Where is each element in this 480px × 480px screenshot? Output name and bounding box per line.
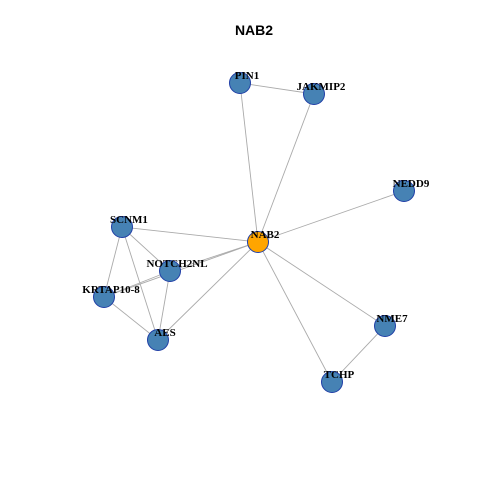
node-tchp — [321, 371, 343, 393]
node-notch2nl — [159, 260, 181, 282]
node-krtap10-8 — [93, 286, 115, 308]
node-label-nab2: NAB2 — [251, 229, 280, 241]
edge-scnm1-aes — [121, 226, 159, 341]
node-label-notch2nl: NOTCH2NL — [146, 258, 207, 270]
edge-nme7-nab2 — [257, 241, 386, 327]
edge-aes-nab2 — [157, 241, 259, 341]
node-label-pin1: PIN1 — [235, 70, 259, 82]
node-nme7 — [374, 315, 396, 337]
edge-krtap10-8-aes — [103, 296, 159, 341]
edge-pin1-nab2 — [239, 82, 259, 243]
edge-nme7-tchp — [331, 325, 386, 383]
node-label-nme7: NME7 — [376, 313, 408, 325]
edge-scnm1-krtap10-8 — [103, 226, 123, 298]
edge-scnm1-nab2 — [121, 226, 259, 243]
node-aes — [147, 329, 169, 351]
node-label-tchp: TCHP — [324, 369, 355, 381]
node-label-nedd9: NEDD9 — [393, 178, 430, 190]
node-label-scnm1: SCNM1 — [110, 214, 148, 226]
node-jakmip2 — [303, 83, 325, 105]
edge-nedd9-nab2 — [257, 190, 405, 243]
node-label-aes: AES — [154, 327, 175, 339]
edge-tchp-nab2 — [257, 241, 333, 383]
node-layer — [93, 72, 415, 393]
edge-krtap10-8-nab2 — [103, 241, 259, 298]
edge-notch2nl-aes — [157, 270, 171, 341]
node-scnm1 — [111, 216, 133, 238]
node-nab2 — [247, 231, 269, 253]
node-nedd9 — [393, 180, 415, 202]
node-label-krtap10-8: KRTAP10-8 — [82, 284, 140, 296]
diagram-title: NAB2 — [235, 22, 273, 38]
edge-pin1-jakmip2 — [239, 82, 315, 95]
edge-jakmip2-nab2 — [257, 93, 315, 243]
node-pin1 — [229, 72, 251, 94]
node-label-jakmip2: JAKMIP2 — [297, 81, 346, 93]
